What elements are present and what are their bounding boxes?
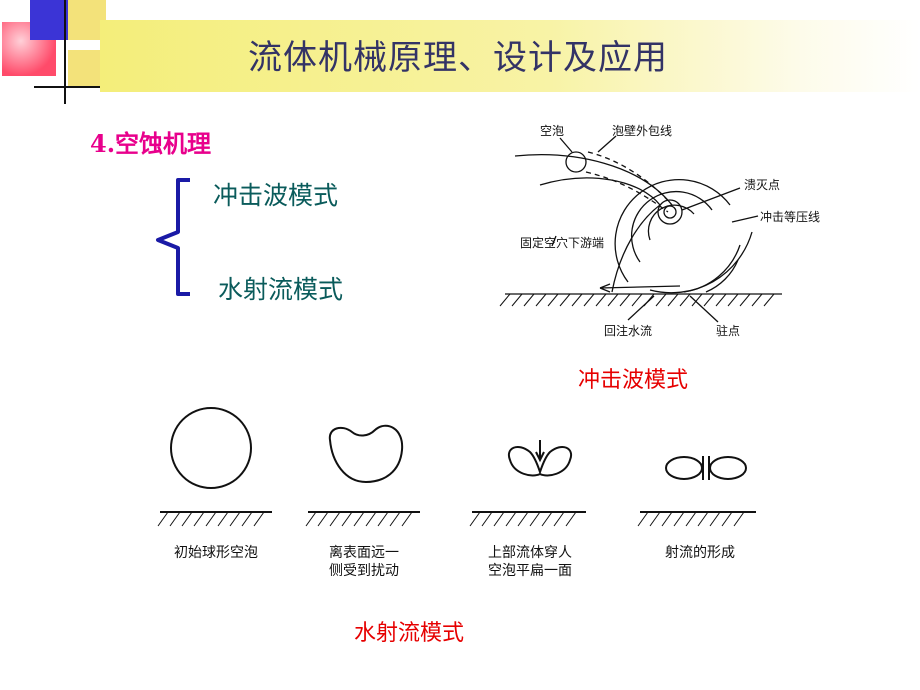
- caption-water-jet: 水射流模式: [354, 621, 465, 646]
- envelope-dash-1: [587, 151, 673, 206]
- deco-blue-square: [30, 0, 70, 40]
- stage-label-4: 射流的形成: [640, 544, 760, 562]
- left-brace: [156, 178, 190, 296]
- label-fixed-cavity-end: 固定空穴下游端: [520, 236, 605, 250]
- stage-label-4-line1: 射流的形成: [665, 545, 735, 561]
- label-collapse-point: 溃灭点: [744, 178, 781, 192]
- jet-wall-hatches: [157, 511, 745, 527]
- stage-label-2: 离表面远一 侧受到扰动: [304, 544, 424, 580]
- envelope-dash-2: [585, 171, 669, 213]
- reentrant-jet-line: [599, 285, 681, 289]
- section-heading: 4.空蚀机理: [90, 129, 212, 158]
- wall-hatch: [499, 293, 775, 307]
- stage-label-2-line1: 离表面远一: [329, 545, 399, 561]
- caption-shockwave: 冲击波模式: [578, 368, 689, 393]
- stage4-right-lobe: [709, 456, 747, 480]
- label-shock-isobar: 冲击等压线: [760, 210, 821, 224]
- deco-vertical-line: [64, 0, 66, 104]
- stage2-bubble: [328, 424, 404, 484]
- stage-label-3-line1: 上部流体穿人: [488, 545, 572, 561]
- stage-label-1: 初始球形空泡: [156, 544, 276, 562]
- stage4-left-lobe: [665, 456, 703, 480]
- stage3-bubble: [507, 445, 573, 477]
- slide-title: 流体机械原理、设计及应用: [248, 38, 668, 78]
- stage-label-3: 上部流体穿人 空泡平扁一面: [468, 544, 592, 580]
- mode-shockwave: 冲击波模式: [213, 181, 339, 210]
- label-cavity: 空泡: [540, 124, 565, 138]
- mode-water-jet: 水射流模式: [218, 275, 344, 304]
- deco-yellow-square-lower: [68, 50, 106, 88]
- stage1-bubble: [170, 407, 252, 489]
- label-bubble-envelope: 泡壁外包线: [612, 124, 673, 138]
- bubble-circle: [565, 151, 587, 173]
- label-reentrant-jet: 回注水流: [604, 324, 653, 338]
- stage-label-2-line2: 侧受到扰动: [329, 563, 399, 579]
- deco-yellow-square: [68, 0, 106, 40]
- stage-label-3-line2: 空泡平扁一面: [488, 563, 572, 579]
- label-stagnation-point: 驻点: [716, 324, 741, 338]
- stage-label-1-line1: 初始球形空泡: [174, 545, 258, 561]
- title-bar: [100, 20, 920, 92]
